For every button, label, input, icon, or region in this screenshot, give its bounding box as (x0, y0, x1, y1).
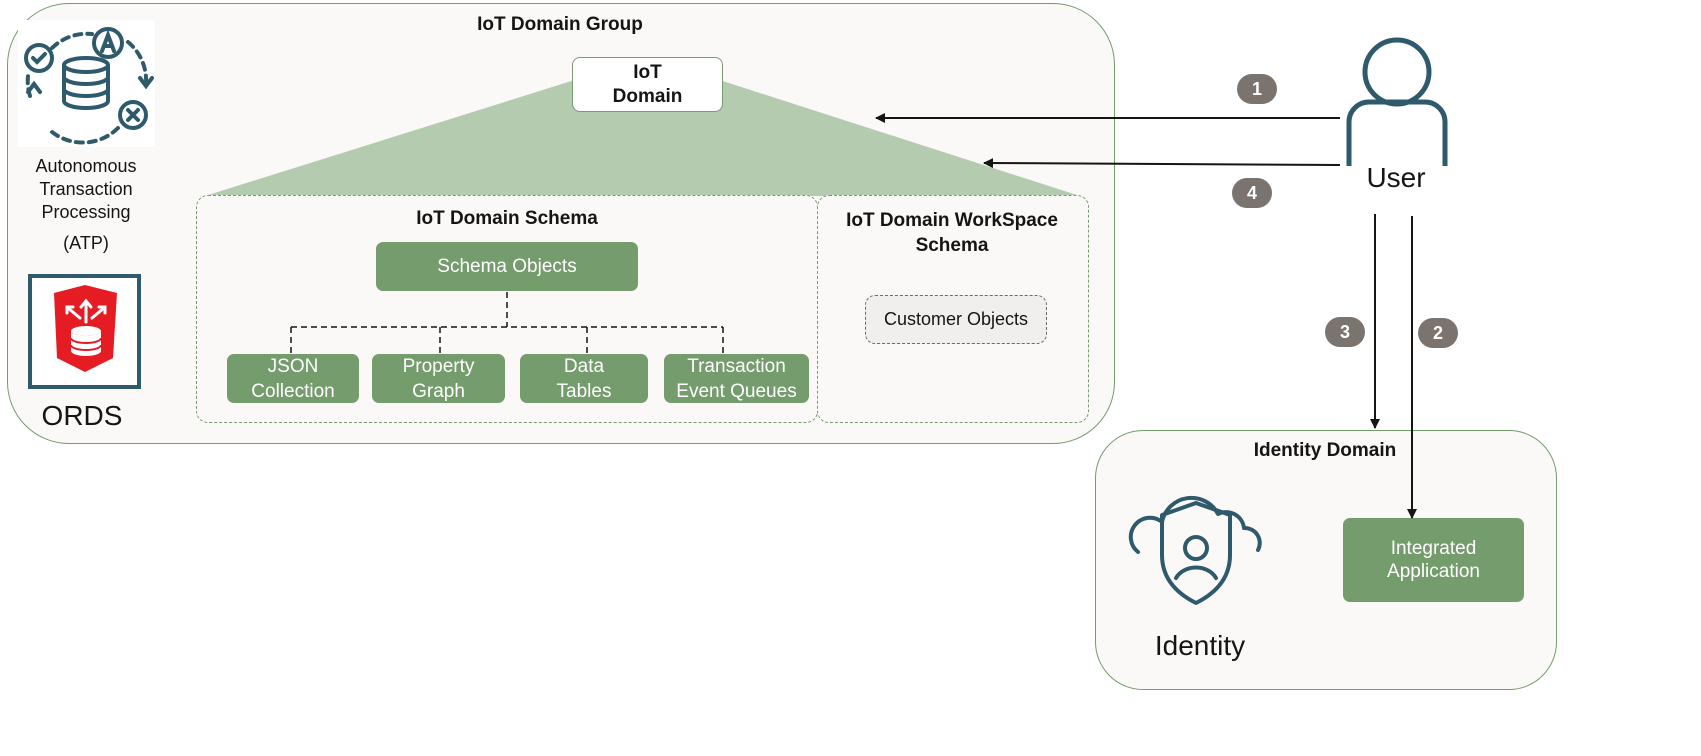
iot-domain-box[interactable]: IoT Domain (572, 57, 723, 112)
atp-abbr-label: (ATP) (63, 233, 109, 253)
workspace-schema-title: IoT Domain WorkSpace Schema (846, 210, 1058, 256)
identity-label: Identity (1154, 630, 1246, 661)
step-3-badge: 3 (1325, 317, 1365, 347)
step-4-badge: 4 (1232, 178, 1272, 208)
identity-domain-title: Identity Domain (1253, 440, 1397, 461)
schema-objects-box[interactable]: Schema Objects (376, 242, 638, 291)
user-label: User (1366, 162, 1426, 193)
property-graph-box[interactable]: Property Graph (372, 354, 505, 403)
step-1-badge: 1 (1237, 74, 1277, 104)
json-collection-box[interactable]: JSON Collection (227, 354, 359, 403)
iot-domain-group-title: IoT Domain Group (477, 14, 643, 35)
iot-domain-label: IoT Domain (612, 61, 683, 107)
customer-objects-box[interactable]: Customer Objects (865, 295, 1047, 344)
transaction-event-queues-box[interactable]: Transaction Event Queues (664, 354, 809, 403)
integrated-application-box[interactable]: Integrated Application (1343, 518, 1524, 602)
atp-label: Autonomous Transaction Processing (35, 156, 137, 222)
data-tables-box[interactable]: Data Tables (520, 354, 648, 403)
customer-objects-label: Customer Objects (883, 309, 1029, 329)
step-2-badge: 2 (1418, 318, 1458, 348)
iot-domain-schema-title: IoT Domain Schema (416, 208, 598, 229)
ords-label: ORDS (41, 400, 123, 431)
